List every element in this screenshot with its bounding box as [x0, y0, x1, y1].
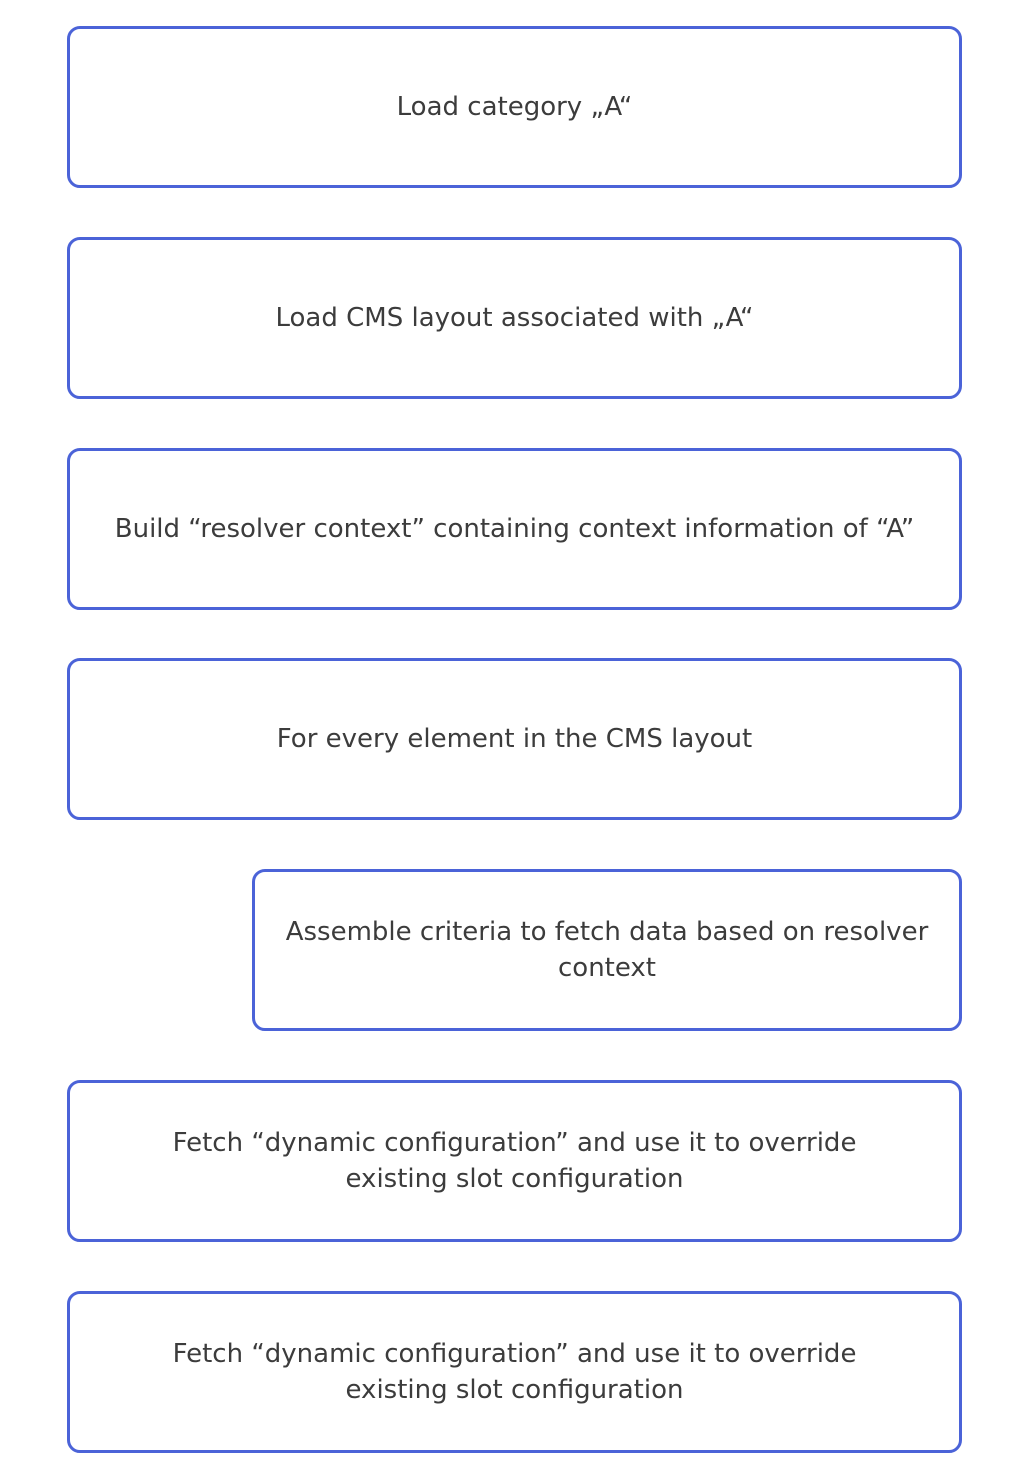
step-label: Build “resolver context” containing cont…	[114, 514, 915, 544]
step-label: For every element in the CMS layout	[276, 724, 753, 754]
step-fetch-dynamic-configuration: Fetch “dynamic configuration” and use it…	[67, 1291, 962, 1453]
step-load-category: Load category „A“	[67, 26, 962, 188]
step-label: Fetch “dynamic configuration” and use it…	[172, 1128, 857, 1194]
step-label: Load category „A“	[396, 92, 633, 122]
step-assemble-criteria: Assemble criteria to fetch data based on…	[252, 869, 962, 1031]
step-load-cms-layout: Load CMS layout associated with „A“	[67, 237, 962, 399]
step-for-every-element: For every element in the CMS layout	[67, 658, 962, 820]
step-label: Load CMS layout associated with „A“	[275, 303, 754, 333]
step-fetch-dynamic-configuration: Fetch “dynamic configuration” and use it…	[67, 1080, 962, 1242]
step-label: Assemble criteria to fetch data based on…	[285, 917, 929, 983]
step-label: Fetch “dynamic configuration” and use it…	[172, 1339, 857, 1405]
step-build-resolver-context: Build “resolver context” containing cont…	[67, 448, 962, 610]
